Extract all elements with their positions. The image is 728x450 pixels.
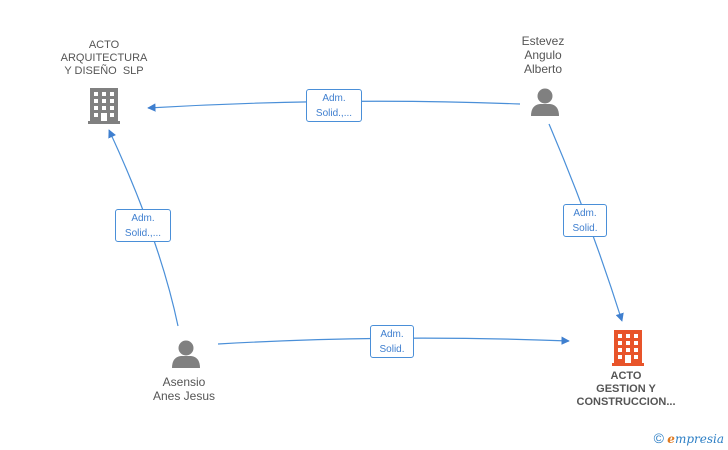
node-label-acto-gestion: ACTO GESTION Y CONSTRUCCION...	[560, 370, 692, 409]
edge-label-line: Solid.,...	[315, 108, 353, 119]
edge-label-asensio-gestion[interactable]: Adm. Solid.	[370, 325, 414, 358]
building-icon	[612, 330, 644, 366]
brand-initial: e	[667, 432, 675, 446]
node-label-acto-arquitectura: ACTO ARQUITECTURA Y DISEÑO SLP	[44, 39, 164, 78]
label-line: GESTION Y	[596, 383, 656, 395]
label-line: Anes Jesus	[152, 389, 216, 403]
node-label-asensio: Asensio Anes Jesus	[134, 375, 234, 403]
label-line: Asensio	[162, 375, 206, 389]
label-line: Y DISEÑO SLP	[64, 65, 144, 77]
edge-label-line: Adm.	[573, 208, 597, 219]
label-line: ACTO	[610, 370, 642, 382]
label-line: Alberto	[523, 62, 563, 76]
person-icon	[531, 88, 559, 116]
person-icon	[172, 340, 200, 368]
edge-label-line: Solid.,...	[124, 228, 162, 239]
edge-label-line: Adm.	[322, 93, 346, 104]
edge-label-line: Adm.	[380, 329, 404, 340]
label-line: ARQUITECTURA	[60, 52, 148, 64]
edge-label-line: Solid.	[572, 223, 598, 234]
empresia-logo: © empresia	[654, 430, 724, 446]
edge-label-line: Adm.	[131, 213, 155, 224]
building-icon	[88, 88, 120, 124]
copyright-symbol: ©	[653, 430, 664, 446]
edge-label-line: Solid.	[379, 344, 405, 355]
brand-name: mpresia	[674, 432, 724, 446]
label-line: Estevez	[521, 34, 565, 48]
edge-label-estevez-arquitectura[interactable]: Adm. Solid.,...	[306, 89, 362, 122]
edge-label-asensio-arquitectura[interactable]: Adm. Solid.,...	[115, 209, 171, 242]
edge-label-estevez-gestion[interactable]: Adm. Solid.	[563, 204, 607, 237]
label-line: ACTO	[88, 39, 120, 51]
node-label-estevez: Estevez Angulo Alberto	[503, 34, 583, 76]
label-line: CONSTRUCCION...	[576, 396, 676, 408]
label-line: Angulo	[524, 48, 562, 62]
